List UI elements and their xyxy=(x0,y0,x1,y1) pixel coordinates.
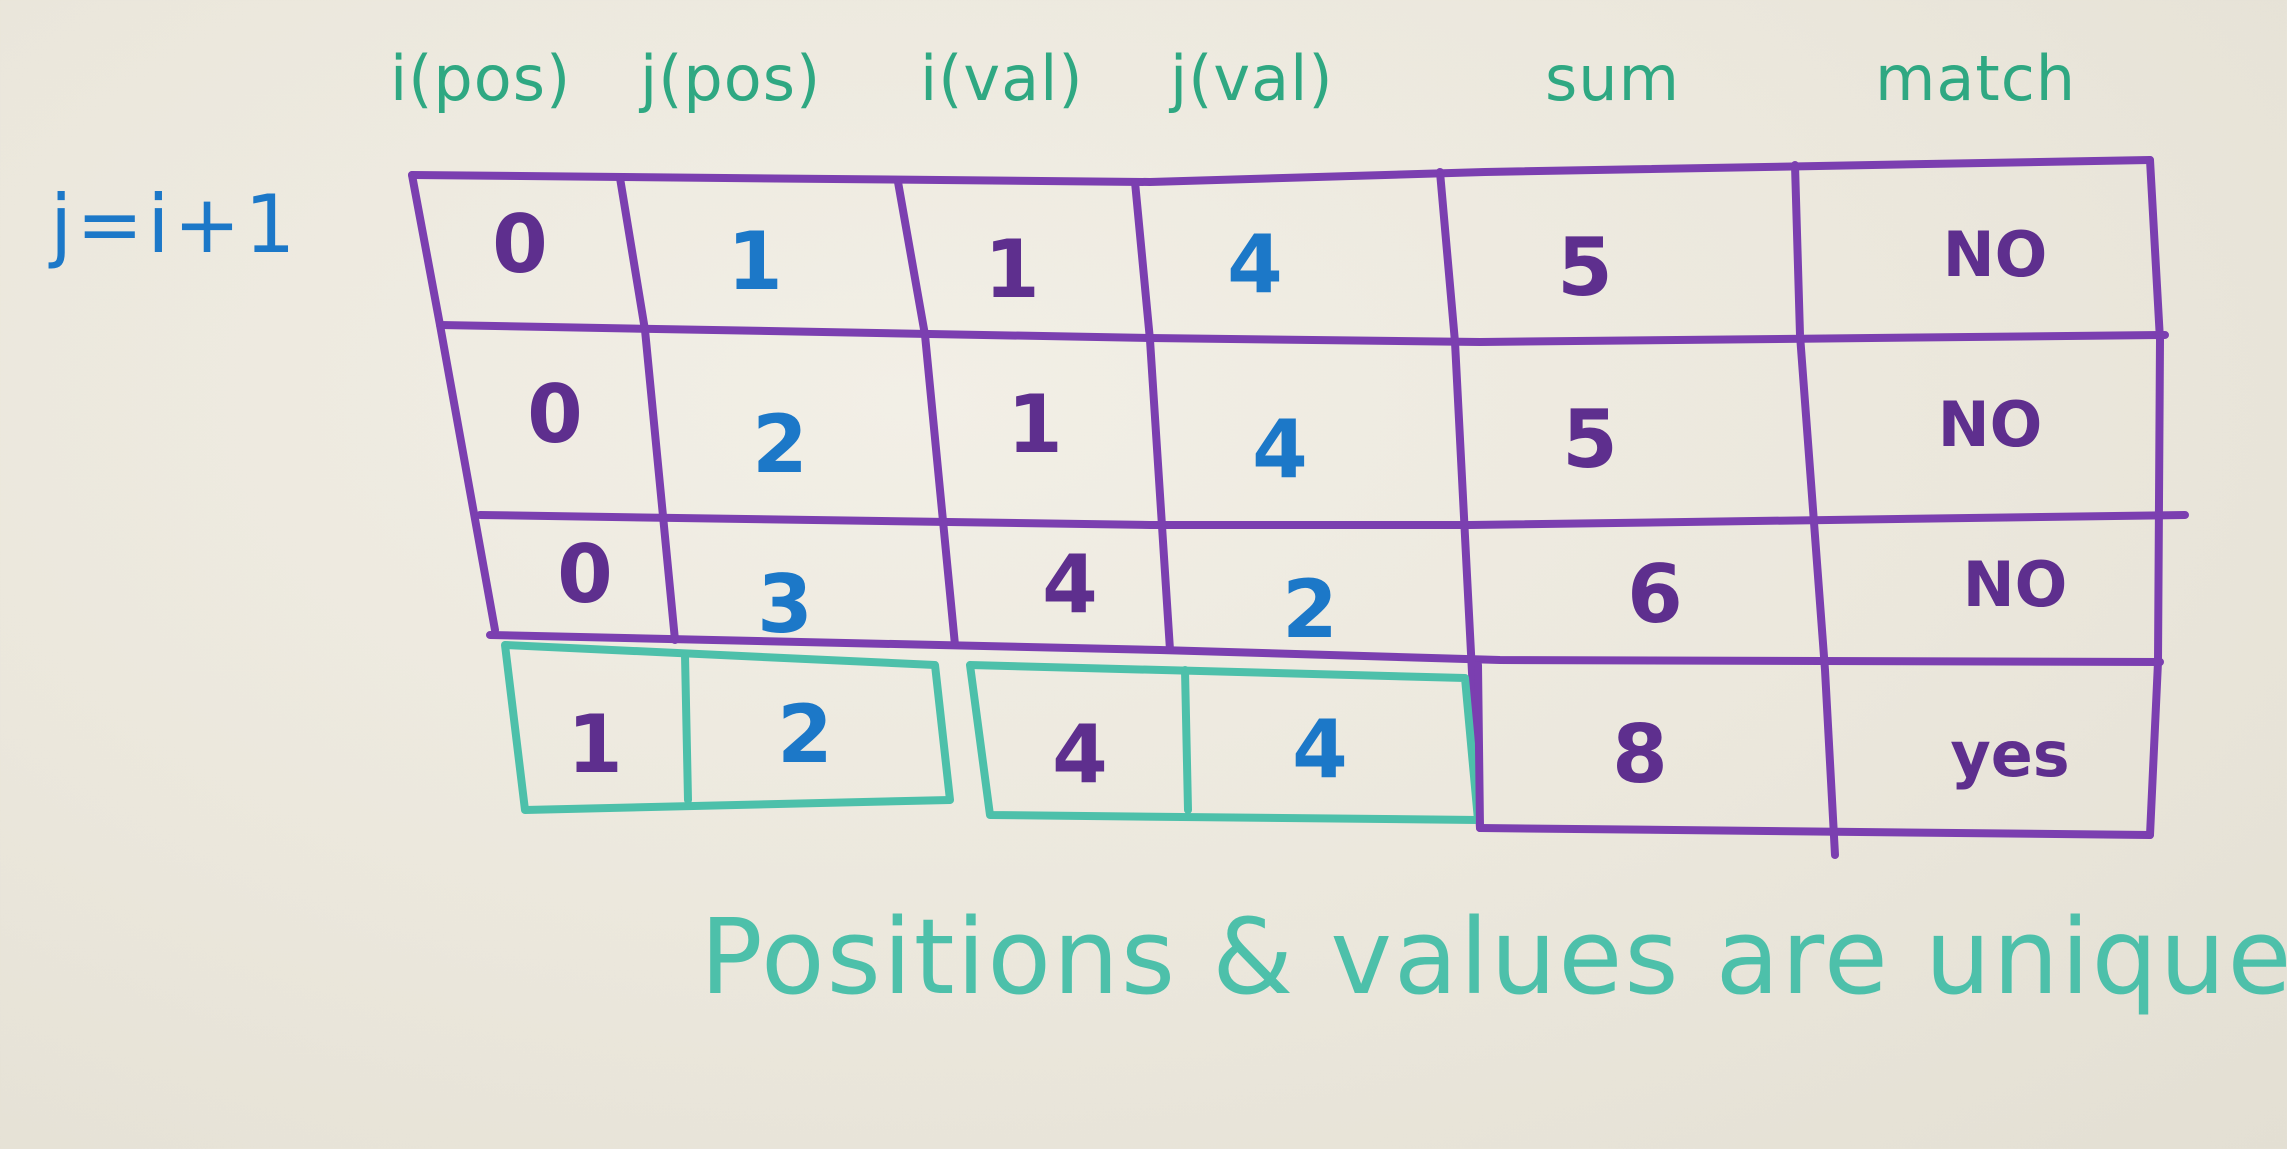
cell-r3-match: NO xyxy=(1962,548,2068,621)
grid-line xyxy=(894,178,959,649)
grid-line xyxy=(408,171,499,634)
cell-r1-ipos: 0 xyxy=(492,198,548,291)
cell-r4-match: yes xyxy=(1950,718,2070,791)
cell-r1-sum: 5 xyxy=(1557,221,1613,314)
grid-line xyxy=(476,511,2189,529)
grid-line xyxy=(486,631,2164,666)
grid-line xyxy=(1791,161,1839,859)
cell-r2-match: NO xyxy=(1937,388,2043,461)
grid-line xyxy=(436,321,2169,346)
cell-r3-ipos: 0 xyxy=(557,528,613,621)
grid-line xyxy=(1476,824,2154,839)
grid-line xyxy=(1131,178,1174,654)
cell-r1-ival: 1 xyxy=(984,223,1040,316)
cell-r4-jval: 4 xyxy=(1292,703,1348,796)
cell-r3-sum: 6 xyxy=(1627,548,1683,641)
grid-line xyxy=(616,174,679,644)
cell-r4-ival: 4 xyxy=(1052,708,1108,801)
cell-r3-jpos: 3 xyxy=(757,558,813,651)
header-sum: sum xyxy=(1545,42,1680,115)
cell-r4-ipos: 1 xyxy=(567,698,623,791)
cell-r1-match: NO xyxy=(1942,218,2048,291)
highlight-divider xyxy=(1181,666,1192,814)
cell-r1-jval: 4 xyxy=(1227,218,1283,311)
highlight-box-values xyxy=(966,661,1482,824)
highlight-divider xyxy=(681,651,692,804)
cell-r2-jval: 4 xyxy=(1252,403,1308,496)
grid-line xyxy=(1436,168,1484,832)
grid-line xyxy=(2146,156,2164,839)
footer-note: Positions & values are unique xyxy=(700,896,2287,1018)
cell-r3-ival: 4 xyxy=(1042,538,1098,631)
grid-line xyxy=(1474,661,1484,832)
side-note: j=i+1 xyxy=(50,178,300,271)
grid-line xyxy=(408,156,2154,186)
cell-r2-ival: 1 xyxy=(1007,378,1063,471)
cell-r3-jval: 2 xyxy=(1282,563,1338,656)
highlight-box-positions xyxy=(501,641,954,814)
cell-r4-jpos: 2 xyxy=(777,688,833,781)
header-match: match xyxy=(1875,42,2077,115)
cell-r2-sum: 5 xyxy=(1562,393,1618,486)
header-i-pos: i(pos) xyxy=(390,42,572,115)
header-j-pos: j(pos) xyxy=(640,42,822,115)
cell-r2-jpos: 2 xyxy=(752,398,808,491)
cell-r2-ipos: 0 xyxy=(527,368,583,461)
header-i-val: i(val) xyxy=(920,42,1084,115)
cell-r4-sum: 8 xyxy=(1612,708,1668,801)
cell-r1-jpos: 1 xyxy=(727,215,783,308)
header-j-val: j(val) xyxy=(1170,42,1334,115)
